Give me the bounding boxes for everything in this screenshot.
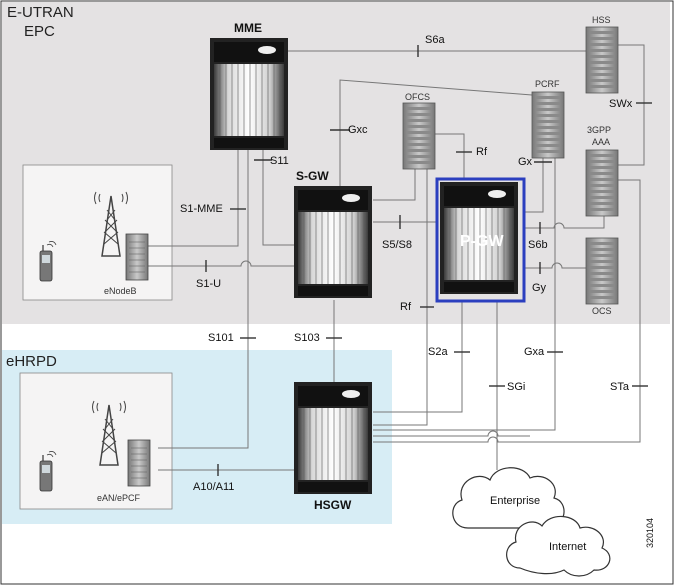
pgw-label: P-GW	[460, 233, 504, 250]
enodeb-label: eNodeB	[104, 286, 137, 296]
a10a11-label: A10/A11	[193, 481, 235, 493]
hsgw-label: HSGW	[314, 498, 352, 512]
hss-label: HSS	[592, 15, 611, 25]
s1u-label: S1-U	[196, 278, 222, 290]
ean-basestation-icon	[127, 439, 151, 487]
figure-id: 320104	[645, 517, 655, 548]
hsgw-chassis-icon	[293, 381, 373, 495]
epc-region-label: EPC	[24, 23, 55, 40]
interface-lines	[148, 44, 645, 471]
s6b-label: S6b	[528, 239, 548, 251]
s6a-label: S6a	[425, 34, 445, 46]
ocs-label: OCS	[592, 306, 612, 316]
gxc-label: Gxc	[348, 124, 368, 136]
enterprise-cloud-icon	[452, 467, 565, 529]
mme-chassis-icon	[209, 37, 289, 151]
enterprise-label: Enterprise	[490, 495, 541, 507]
sgw-chassis-icon	[293, 185, 373, 299]
s11-label: S11	[270, 155, 289, 167]
sta-label: STa	[610, 381, 629, 393]
pcrf-label: PCRF	[535, 79, 560, 89]
internet-cloud-icon	[506, 515, 611, 577]
swx-label: SWx	[609, 98, 633, 110]
aaa-label-line2: AAA	[592, 137, 611, 147]
aaa-server-icon	[585, 149, 619, 217]
s1mme-label: S1-MME	[180, 203, 223, 215]
ehrpd-region-label: eHRPD	[6, 353, 57, 370]
s103-label: S103	[294, 332, 320, 344]
ofcs-label: OFCS	[405, 92, 431, 102]
gxa-label: Gxa	[524, 346, 545, 358]
eutran-region-label: E-UTRAN	[7, 4, 74, 21]
sgw-label: S-GW	[296, 169, 329, 183]
aaa-label-line1: 3GPP	[587, 125, 612, 135]
rf-top-label: Rf	[476, 146, 487, 158]
gx-label: Gx	[518, 156, 533, 168]
pcrf-server-icon	[531, 91, 565, 159]
ofcs-server-icon	[402, 102, 436, 170]
internet-label: Internet	[549, 541, 587, 553]
ean-label: eAN/ePCF	[97, 493, 141, 503]
sgi-label: SGi	[507, 381, 526, 393]
mme-label: MME	[234, 21, 262, 35]
hss-server-icon	[585, 26, 619, 94]
enodeb-basestation-icon	[125, 233, 149, 281]
rf-bottom-label: Rf	[400, 301, 411, 313]
s5s8-label: S5/S8	[382, 239, 412, 251]
gy-label: Gy	[532, 282, 547, 294]
ocs-server-icon	[585, 237, 619, 305]
pgw-highlight-box	[435, 177, 526, 303]
s101-label: S101	[208, 332, 234, 344]
s2a-label: S2a	[428, 346, 448, 358]
